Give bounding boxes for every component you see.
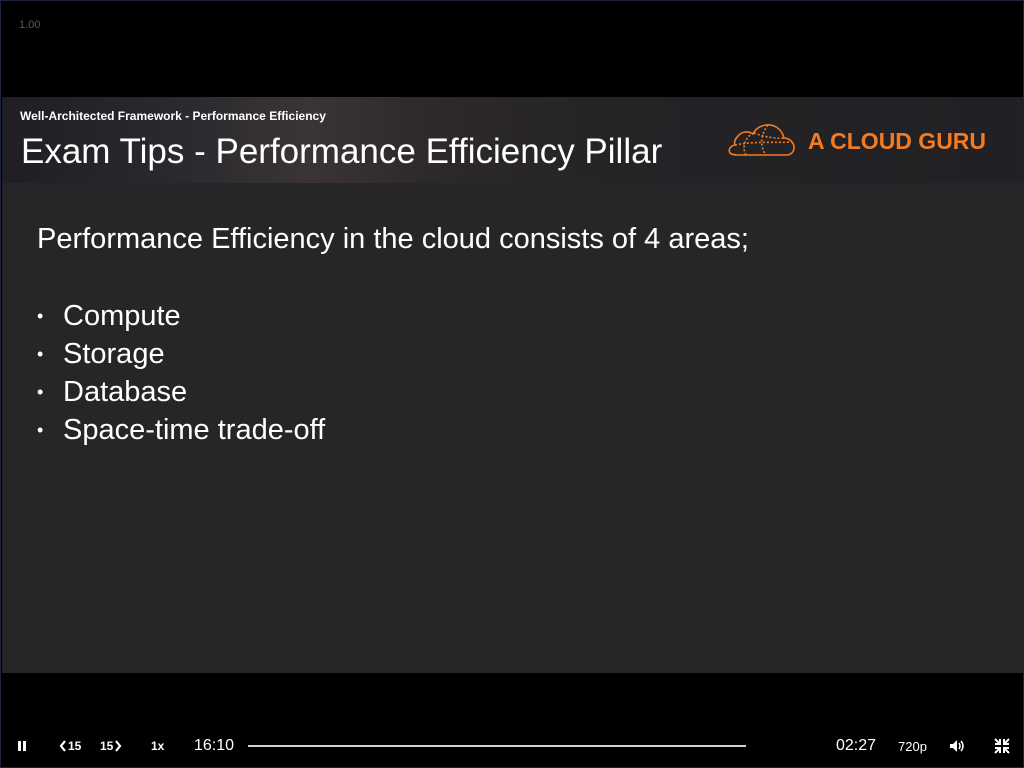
pause-button[interactable] — [13, 729, 31, 763]
bullet-text: Compute — [63, 300, 181, 332]
slide-body: Performance Efficiency in the cloud cons… — [37, 223, 749, 449]
bullet-text: Space-time trade-off — [63, 414, 326, 446]
exit-fullscreen-icon — [994, 738, 1010, 754]
bullet-item: • Storage — [37, 335, 749, 373]
slide-intro: Performance Efficiency in the cloud cons… — [37, 223, 749, 255]
rewind-button[interactable]: 15 — [58, 729, 81, 763]
forward-label: 15 — [100, 739, 114, 753]
slide-subtitle: Well-Architected Framework - Performance… — [20, 109, 326, 123]
bullet-item: • Compute — [37, 297, 749, 335]
bullet-list: • Compute • Storage • Database • Space-time … — [37, 297, 749, 449]
zoom-readout: 1.00 — [19, 19, 41, 31]
elapsed-time: 16:10 — [194, 737, 235, 754]
forward-button[interactable]: 15 — [100, 729, 123, 763]
bullet-dot: • — [37, 344, 44, 364]
slide-header: Well-Architected Framework - Performance… — [2, 97, 1023, 183]
control-bar: 15 15 1x 16:10 02:27 720p — [1, 729, 1023, 763]
bullet-dot: • — [37, 382, 44, 402]
slide: Well-Architected Framework - Performance… — [2, 97, 1023, 673]
quality-button[interactable]: 720p — [898, 729, 927, 763]
progress-bar[interactable] — [248, 745, 746, 747]
volume-button[interactable] — [948, 729, 966, 763]
speed-label: 1x — [151, 739, 165, 753]
cloud-logo-icon — [728, 124, 795, 156]
exit-fullscreen-button[interactable] — [994, 729, 1010, 763]
remaining-time: 02:27 — [836, 737, 877, 754]
volume-icon — [950, 740, 964, 752]
bullet-text: Storage — [63, 338, 165, 370]
bullet-text: Database — [63, 376, 188, 408]
bullet-item: • Space-time trade-off — [37, 411, 749, 449]
bullet-dot: • — [37, 420, 44, 440]
quality-label: 720p — [898, 738, 927, 754]
bullet-item: • Database — [37, 373, 749, 411]
speed-button[interactable]: 1x — [151, 729, 164, 763]
rewind-label: 15 — [68, 739, 82, 753]
pause-icon — [18, 741, 26, 751]
bullet-dot: • — [37, 306, 44, 326]
brand-name: A CLOUD GURU — [808, 127, 987, 154]
brand-logo: A CLOUD GURU — [724, 119, 986, 163]
forward-15-icon — [115, 740, 122, 752]
slide-title: Exam Tips - Performance Efficiency Pilla… — [21, 132, 663, 171]
rewind-15-icon — [59, 740, 66, 752]
